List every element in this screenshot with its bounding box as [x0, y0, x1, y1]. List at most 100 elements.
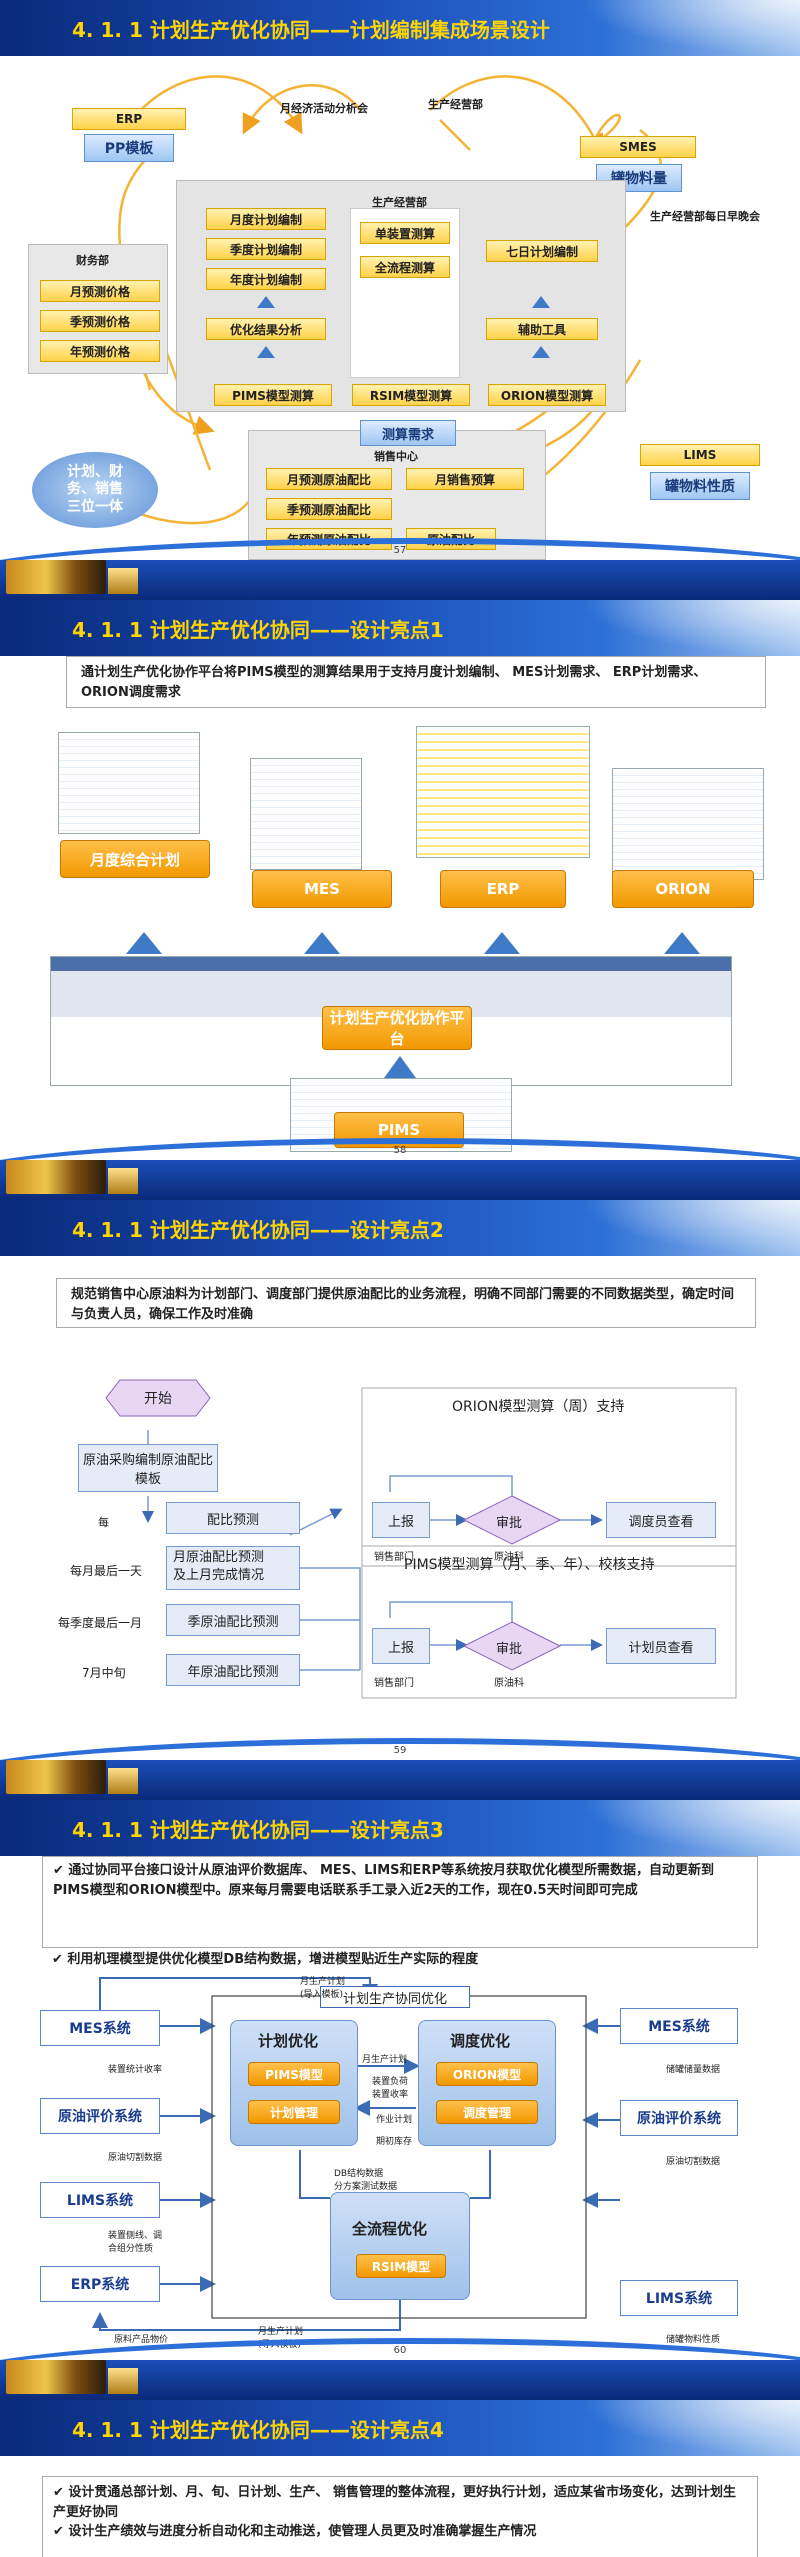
header-swoosh — [580, 0, 800, 56]
footer-image — [108, 1768, 138, 1794]
bullet-box: ✔ 通过协同平台接口设计从原油评价数据库、 MES、LIMS和ERP等系统按月获… — [42, 1856, 758, 1948]
time-label: 7月中旬 — [82, 1666, 126, 1680]
slide-header: 4. 1. 1 计划生产优化协同——计划编制集成场景设计 — [0, 0, 800, 56]
slide-59: 4. 1. 1 计划生产优化协同——设计亮点2 规范销售中心原油料为计划部门、调… — [0, 1200, 800, 1800]
report-box: 上报 — [372, 1502, 430, 1538]
monthly-meeting-label: 月经济活动分析会 — [280, 102, 368, 115]
header-swoosh — [580, 600, 800, 656]
pims-calc-box: PIMS模型测算 — [214, 384, 332, 406]
approve-label: 审批 — [496, 1642, 523, 1657]
center-title: 计划生产协同优化 — [320, 1986, 470, 2008]
lims-prop-box: 罐物料性质 — [650, 472, 750, 500]
full-calc-box: 全流程测算 — [360, 256, 450, 278]
screenshot — [250, 758, 362, 870]
left-system: MES系统 — [40, 2010, 160, 2046]
slide-title: 4. 1. 1 计划生产优化协同——设计亮点1 — [72, 618, 444, 642]
plan-item: 年度计划编制 — [206, 268, 326, 290]
up-arrow — [664, 932, 700, 954]
left-note: 装置统计收率 — [108, 2065, 163, 2075]
dispatch-opt-label: 调度优化 — [450, 2032, 511, 2050]
screenshot — [416, 726, 590, 858]
left-system: 原油评价系统 — [40, 2098, 160, 2134]
mid-note: 装置负荷 装置收率 — [372, 2077, 409, 2100]
plan-item: 月度计划编制 — [206, 208, 326, 230]
mid-note: 月生产计划 (导入模板) — [300, 1977, 346, 2000]
seven-day-box: 七日计划编制 — [486, 240, 598, 262]
step-box: 季原油配比预测 — [166, 1604, 300, 1636]
rsim-model-box: RSIM模型 — [356, 2254, 446, 2278]
sales-dept-label: 销售部门 — [374, 1678, 414, 1689]
prod-dept-top-label: 生产经营部 — [428, 98, 483, 111]
left-system: ERP系统 — [40, 2266, 160, 2302]
slide-header: 4. 1. 1 计划生产优化协同——设计亮点3 — [0, 1800, 800, 1856]
mid-note: 作业计划 — [376, 2115, 413, 2125]
integration-lines — [92, 1977, 620, 2331]
bullet-text: 利用机理模型提供优化模型DB结构数据，增进模型贴近生产实际的程度 — [67, 1952, 479, 1967]
bullet-text: 通过协同平台接口设计从原油评价数据库、 MES、LIMS和ERP等系统按月获取优… — [53, 1863, 714, 1898]
target-box: ERP — [440, 870, 566, 908]
dispatch-mgmt-box: 调度管理 — [436, 2100, 538, 2124]
dispatcher-box: 调度员查看 — [606, 1502, 716, 1538]
bullet-1: ✔ 通过协同平台接口设计从原油评价数据库、 MES、LIMS和ERP等系统按月获… — [53, 1863, 714, 1898]
step-box: 月原油配比预测 及上月完成情况 — [166, 1546, 300, 1590]
footer-image — [108, 2368, 138, 2394]
mid-note: 月生产计划 — [362, 2055, 408, 2065]
trinity-ellipse: 计划、财 务、销售 三位一体 — [32, 452, 158, 528]
slide-57: 4. 1. 1 计划生产优化协同——计划编制集成场景设计 ERP PP模板 月经… — [0, 0, 800, 600]
footer-wave — [0, 1738, 800, 1772]
orion-calc-box: ORION模型测算 — [488, 384, 606, 406]
left-note: 原料产品物价 — [114, 2335, 169, 2345]
right-system: 原油评价系统 — [620, 2100, 738, 2136]
bullet-text: 设计生产绩效与进度分析自动化和主动推送，使管理人员更及时准确掌握生产情况 — [68, 2524, 537, 2539]
time-label: 每季度最后一月 — [58, 1616, 143, 1630]
up-arrow — [484, 932, 520, 954]
bullet-box: ✔ 设计贯通总部计划、月、旬、日计划、生产、 销售管理的整体流程，更好执行计划，… — [42, 2476, 758, 2557]
erp-box: ERP — [72, 108, 186, 130]
slide-footer — [0, 2360, 800, 2400]
up-arrow — [257, 346, 275, 358]
full-opt-panel — [330, 2192, 470, 2300]
start-node: 开始 — [144, 1391, 172, 1407]
opt-analysis-box: 优化结果分析 — [206, 318, 326, 340]
target-box: ORION — [612, 870, 754, 908]
slide-60: 4. 1. 1 计划生产优化协同——设计亮点3 ✔ 通过协同平台接口设计从原油评… — [0, 1800, 800, 2400]
slide-title: 4. 1. 1 计划生产优化协同——设计亮点3 — [72, 1818, 444, 1842]
crude-label: 原油科 — [494, 1678, 524, 1689]
plan-mgmt-box: 计划管理 — [248, 2100, 340, 2124]
slide-footer — [0, 560, 800, 600]
bullet-1: ✔ 设计贯通总部计划、月、旬、日计划、生产、 销售管理的整体流程，更好执行计划，… — [53, 2485, 736, 2520]
pp-template-box: PP模板 — [84, 134, 174, 162]
platform-box: 计划生产优化协作平台 — [322, 1006, 472, 1050]
orion-model-box: ORION模型 — [436, 2062, 538, 2086]
month-sales-box: 月销售预算 — [406, 468, 524, 490]
bullet-2: ✔ 利用机理模型提供优化模型DB结构数据，增进模型贴近生产实际的程度 — [52, 1952, 479, 1967]
smes-box: SMES — [580, 136, 696, 158]
target-box: MES — [252, 870, 392, 908]
right-note: 原油切割数据 — [666, 2157, 721, 2167]
slide-header: 4. 1. 1 计划生产优化协同——设计亮点1 — [0, 600, 800, 656]
bullet-2: ✔ 设计生产绩效与进度分析自动化和主动推送，使管理人员更及时准确掌握生产情况 — [53, 2524, 537, 2539]
header-swoosh — [580, 1800, 800, 1856]
aux-tools-box: 辅助工具 — [486, 318, 598, 340]
planner-box: 计划员查看 — [606, 1628, 716, 1664]
footer-wave — [0, 1138, 800, 1172]
mid-note: DB结构数据 分方案测试数据 — [334, 2169, 398, 2192]
left-note: 原油切割数据 — [108, 2153, 163, 2163]
fin-item: 季预测价格 — [40, 310, 160, 332]
fin-item: 月预测价格 — [40, 280, 160, 302]
footer-image — [6, 1760, 106, 1794]
screenshot — [58, 732, 200, 834]
slide-title: 4. 1. 1 计划生产优化协同——计划编制集成场景设计 — [72, 18, 550, 42]
screenshot — [612, 768, 764, 880]
daily-meeting-label: 生产经营部每日早晚会 — [650, 210, 760, 223]
orion-support-title: ORION模型测算（周）支持 — [452, 1399, 625, 1415]
plan-item: 季度计划编制 — [206, 238, 326, 260]
header-swoosh — [580, 2400, 800, 2456]
header-swoosh — [580, 1200, 800, 1256]
crude-label: 原油科 — [494, 1552, 524, 1563]
right-note: 储罐储量数据 — [666, 2065, 721, 2075]
step-box: 年原油配比预测 — [166, 1654, 300, 1686]
sales-label: 销售中心 — [374, 450, 418, 463]
left-system: LIMS系统 — [40, 2182, 160, 2218]
slide-61: 4. 1. 1 计划生产优化协同——设计亮点4 ✔ 设计贯通总部计划、月、旬、日… — [0, 2400, 800, 2557]
